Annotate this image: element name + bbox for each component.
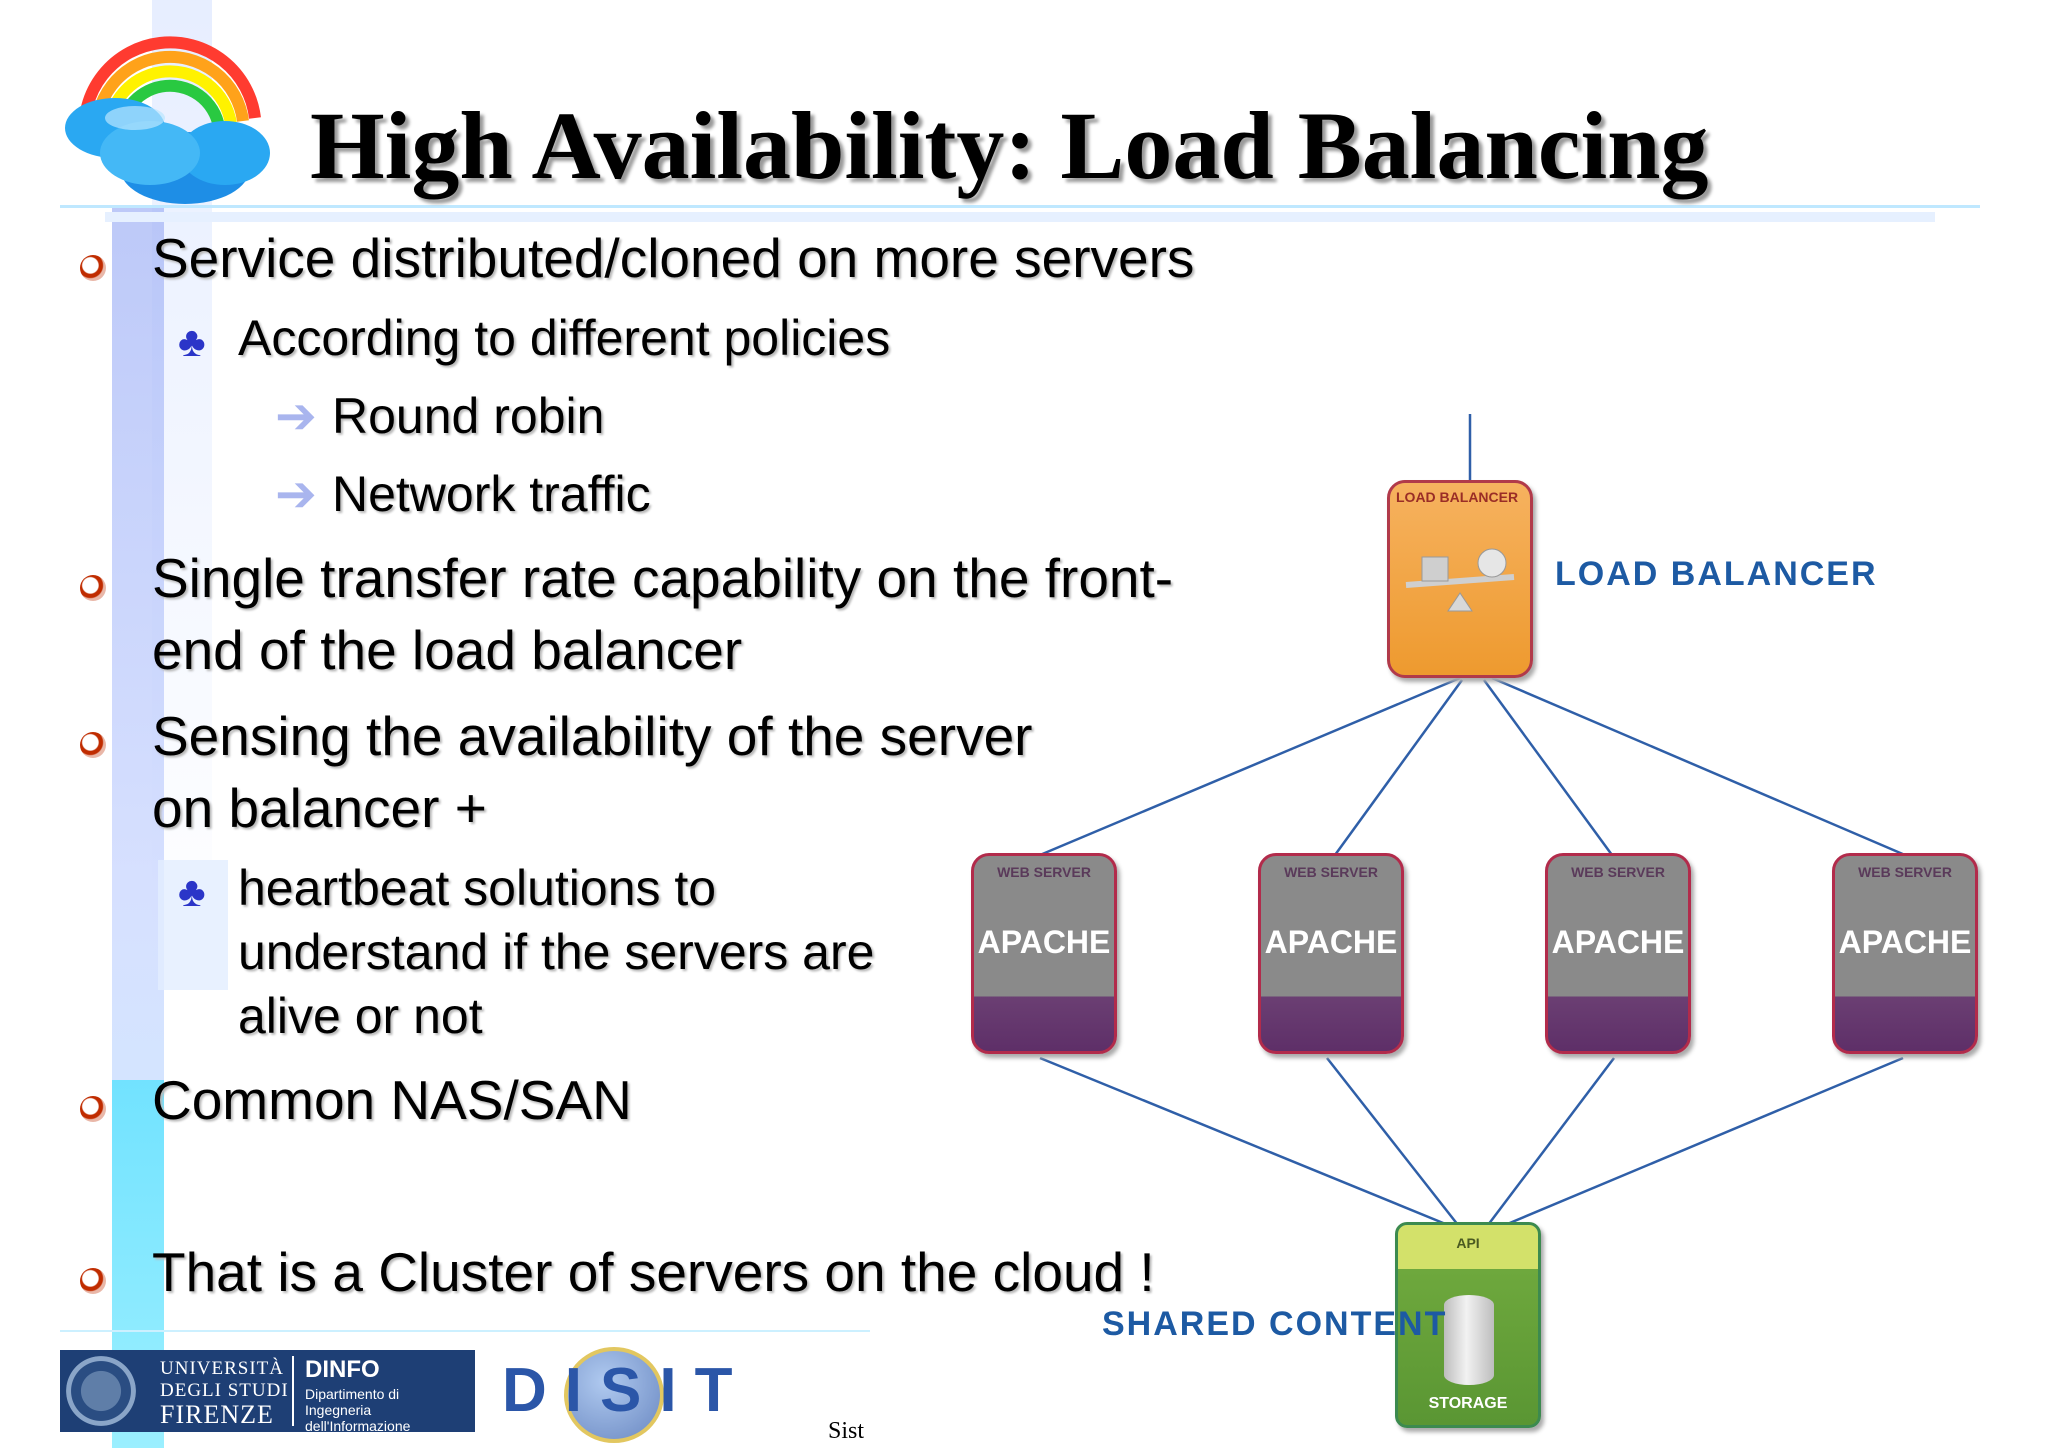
sub-bullet-heartbeat-line2: understand if the servers are: [238, 924, 875, 980]
bullet-marker: [80, 732, 106, 758]
logo-separator: [292, 1356, 294, 1426]
apache-server-node: WEB SERVER APACHE: [971, 853, 1117, 1054]
club-bullet-icon: ♣: [178, 868, 206, 915]
web-server-tag: WEB SERVER: [1858, 864, 1952, 880]
bullet-sensing-line1: Sensing the availability of the server: [152, 705, 1033, 767]
apache-server-node: WEB SERVER APACHE: [1832, 853, 1978, 1054]
sub-sub-bullet-round-robin: Round robin: [332, 388, 605, 444]
balance-scale-icon: [1405, 548, 1515, 612]
load-balancer-label: LOAD BALANCER: [1555, 555, 1878, 593]
university-logo: UNIVERSITÀ DEGLI STUDI FIRENZE DINFO Dip…: [60, 1350, 475, 1434]
storage-node: API STORAGE: [1395, 1222, 1541, 1428]
globe-icon: [564, 1347, 664, 1443]
apache-label: APACHE: [1264, 924, 1398, 960]
footer-note: Sist: [828, 1418, 865, 1444]
university-line3: FIRENZE: [160, 1400, 274, 1429]
bullet-sensing-line2: on balancer +: [152, 777, 487, 839]
bullet-transfer-rate-line1: Single transfer rate capability on the f…: [152, 547, 1174, 609]
database-cylinder-icon: [1444, 1295, 1494, 1385]
bullet-common-nas-san: Common NAS/SAN: [152, 1069, 632, 1131]
storage-api-tag: API: [1456, 1235, 1480, 1251]
load-balancer-node: LOAD BALANCER: [1387, 480, 1533, 678]
shared-content-label: SHARED CONTENT: [1102, 1305, 1448, 1343]
sub-sub-bullet-network-traffic: Network traffic: [332, 466, 651, 522]
department-line2: Ingegneria dell'Informazione: [305, 1402, 411, 1434]
web-server-tag: WEB SERVER: [997, 864, 1091, 880]
header-underline-shadow: [105, 212, 1935, 222]
slide-title: High Availability: Load Balancing: [310, 92, 1709, 199]
bullet-marker: [80, 1268, 106, 1294]
bullet-transfer-rate-line2: end of the load balancer: [152, 619, 743, 681]
department-line1: Dipartimento di: [305, 1386, 400, 1402]
apache-server-node: WEB SERVER APACHE: [1258, 853, 1404, 1054]
sub-bullet-heartbeat-line1: heartbeat solutions to: [238, 860, 717, 916]
bullet-marker: [80, 575, 106, 601]
department-name: DINFO: [305, 1356, 380, 1383]
bullet-cluster-cloud: That is a Cluster of servers on the clou…: [152, 1241, 1155, 1303]
rainbow-cloud-logo: [65, 36, 270, 204]
footer-divider: [60, 1330, 870, 1332]
disit-logo-text: DISIT: [502, 1356, 751, 1425]
arrow-bullet-icon: ➔: [275, 466, 317, 522]
web-server-tag: WEB SERVER: [1284, 864, 1378, 880]
web-server-tag: WEB SERVER: [1571, 864, 1665, 880]
apache-label: APACHE: [1551, 924, 1685, 960]
arrow-bullet-icon: ➔: [275, 388, 317, 444]
bullet-marker: [80, 255, 106, 281]
apache-label: APACHE: [1838, 924, 1972, 960]
disit-logo: DISIT: [502, 1345, 732, 1443]
bullet-marker: [80, 1096, 106, 1122]
apache-label: APACHE: [977, 924, 1111, 960]
background-band: [158, 860, 228, 990]
university-line1: UNIVERSITÀ: [160, 1358, 284, 1379]
university-seal-icon: [66, 1356, 136, 1426]
apache-server-node: WEB SERVER APACHE: [1545, 853, 1691, 1054]
header-underline: [60, 205, 1980, 208]
sub-bullet-heartbeat-line3: alive or not: [238, 988, 483, 1044]
storage-tag: STORAGE: [1428, 1395, 1508, 1412]
bullet-service-distributed: Service distributed/cloned on more serve…: [152, 227, 1195, 289]
sub-bullet-policies: According to different policies: [238, 310, 891, 366]
load-balancer-tag: LOAD BALANCER: [1396, 489, 1519, 505]
club-bullet-icon: ♣: [178, 318, 206, 365]
university-line2: DEGLI STUDI: [160, 1380, 289, 1401]
